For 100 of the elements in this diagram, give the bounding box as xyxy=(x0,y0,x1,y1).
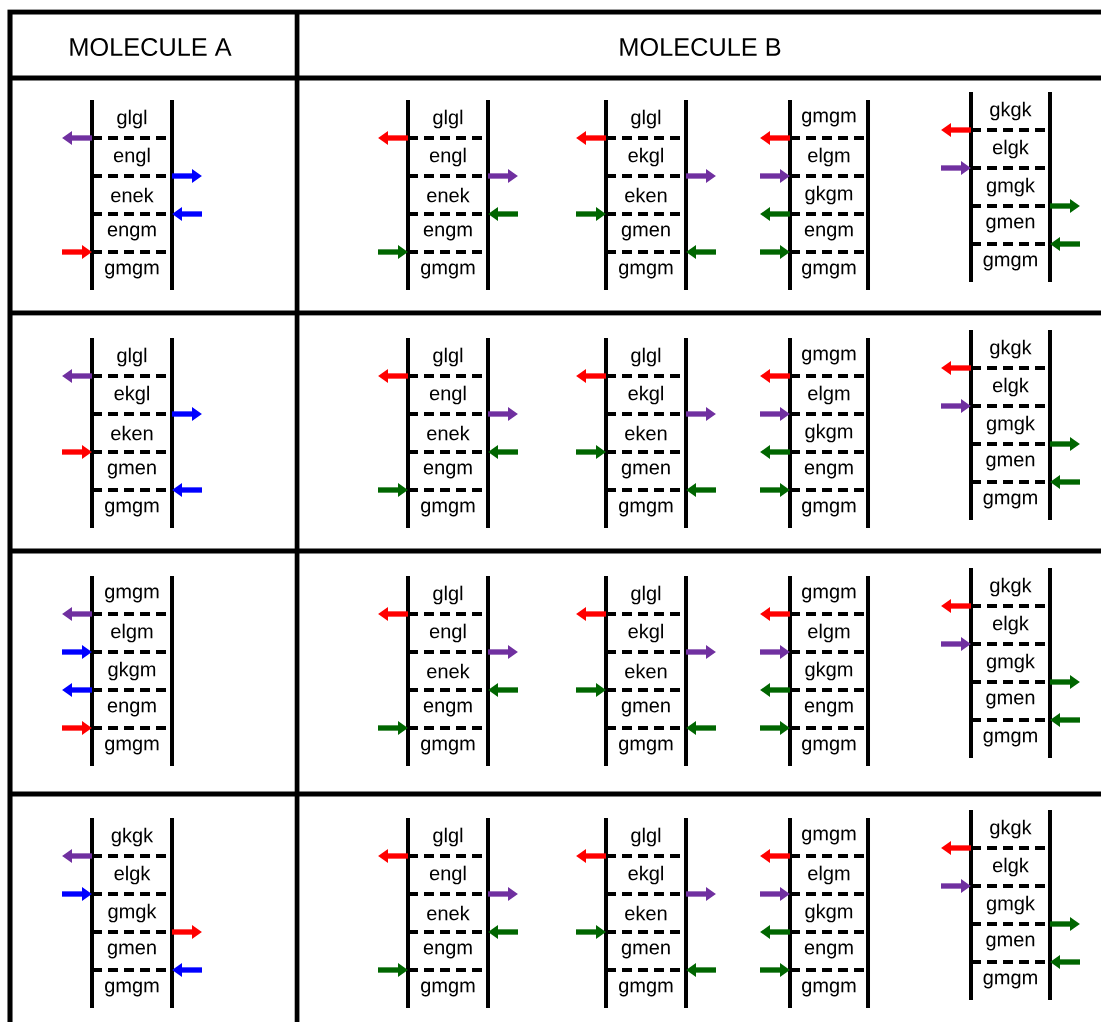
segment-label: enek xyxy=(427,905,470,921)
segment-label: gmgm xyxy=(983,255,1037,271)
segment-label: gkgk xyxy=(990,819,1032,839)
segment-label: glgl xyxy=(433,585,463,605)
segment-label: gmgm xyxy=(802,349,856,365)
segment-label: elgm xyxy=(808,623,850,643)
segment-label: gmgm xyxy=(802,501,856,517)
segment-label: enek xyxy=(427,663,470,679)
segment-label: gmgm xyxy=(619,501,673,517)
segment-label: ekgl xyxy=(628,385,663,405)
segment-label: gmen xyxy=(986,935,1035,951)
segment-label: gmgm xyxy=(802,829,856,845)
segment-label: gmgm xyxy=(802,587,856,603)
segment-label: elgk xyxy=(993,615,1029,635)
segment-label: gmgm xyxy=(105,263,159,279)
segment-label: gmen xyxy=(621,463,670,479)
segment-label: gmgk xyxy=(986,415,1035,435)
segment-label: gmgm xyxy=(802,739,856,755)
segment-label: gmgm xyxy=(105,739,159,755)
segment-label: gmgm xyxy=(105,981,159,997)
segment-label: gmgm xyxy=(421,263,475,279)
segment-label: gmgm xyxy=(983,973,1037,989)
segment-label: gmen xyxy=(107,463,156,479)
segment-label: gkgk xyxy=(111,827,154,847)
segment-label: gmgm xyxy=(983,731,1037,747)
segment-label: gmgm xyxy=(802,263,856,279)
segment-label: gmgk xyxy=(986,653,1035,673)
segment-label: gmgm xyxy=(802,981,856,997)
segment-label: gmgm xyxy=(421,501,475,517)
segment-label: glgl xyxy=(433,347,463,367)
segment-label: engm xyxy=(423,463,472,479)
segment-label: elgm xyxy=(808,385,850,405)
segment-label: gkgm xyxy=(805,661,853,681)
segment-label: gmgk xyxy=(986,895,1035,915)
segment-label: glgl xyxy=(631,347,661,367)
segment-label: gkgk xyxy=(990,339,1032,359)
segment-label: gmgm xyxy=(421,739,475,755)
segment-label: glgl xyxy=(117,347,147,367)
segment-label: gmgk xyxy=(108,903,157,923)
column-header: MOLECULE B xyxy=(620,38,781,56)
column-header: MOLECULE A xyxy=(70,38,232,56)
segment-label: ekgl xyxy=(114,385,149,405)
segment-label: glgl xyxy=(631,827,661,847)
segment-label: elgm xyxy=(808,147,850,167)
segment-label: eken xyxy=(625,663,667,679)
segment-label: elgk xyxy=(993,377,1029,397)
segment-label: gkgk xyxy=(990,101,1032,121)
segment-label: engm xyxy=(423,701,472,717)
segment-label: eken xyxy=(625,187,667,203)
segment-label: gmgm xyxy=(802,111,856,127)
segment-label: enek xyxy=(427,187,470,203)
segment-label: eken xyxy=(111,425,153,441)
segment-label: gkgk xyxy=(990,577,1032,597)
segment-label: enek xyxy=(111,187,154,203)
segment-label: elgk xyxy=(114,865,151,885)
segment-label: glgl xyxy=(433,827,463,847)
segment-label: glgl xyxy=(631,109,661,129)
segment-label: gkgm xyxy=(108,661,156,681)
segment-label: elgk xyxy=(993,139,1029,159)
segment-label: gmgm xyxy=(619,981,673,997)
segment-label: gmen xyxy=(621,701,670,717)
segment-label: gmen xyxy=(986,693,1035,709)
segment-label: gkgm xyxy=(805,185,853,205)
segment-label: engl xyxy=(429,623,466,643)
segment-label: gkgm xyxy=(805,903,853,923)
segment-label: eken xyxy=(625,425,667,441)
segment-label: glgl xyxy=(117,109,147,129)
segment-label: ekgl xyxy=(628,865,663,885)
segment-label: gmgm xyxy=(105,501,159,517)
segment-label: engm xyxy=(804,943,853,959)
segment-label: gmgm xyxy=(619,739,673,755)
segment-label: gmgk xyxy=(986,177,1035,197)
segment-label: gmen xyxy=(986,455,1035,471)
segment-label: elgk xyxy=(993,857,1029,877)
segment-label: engl xyxy=(113,147,150,167)
segment-label: engm xyxy=(423,225,472,241)
segment-label: gkgm xyxy=(805,423,853,443)
segment-label: ekgl xyxy=(628,623,663,643)
segment-label: engm xyxy=(107,225,156,241)
segment-label: gmen xyxy=(621,943,670,959)
segment-label: gmen xyxy=(621,225,670,241)
segment-label: glgl xyxy=(631,585,661,605)
segment-label: gmgm xyxy=(105,587,159,603)
segment-label: engm xyxy=(804,463,853,479)
segment-label: elgm xyxy=(111,623,153,643)
segment-label: gmgm xyxy=(619,263,673,279)
segment-label: engm xyxy=(107,701,156,717)
segment-label: engm xyxy=(423,943,472,959)
segment-label: gmgm xyxy=(421,981,475,997)
segment-label: glgl xyxy=(433,109,463,129)
segment-label: enek xyxy=(427,425,470,441)
segment-label: engl xyxy=(429,865,466,885)
segment-label: gmen xyxy=(986,217,1035,233)
segment-label: elgm xyxy=(808,865,850,885)
segment-label: engl xyxy=(429,147,466,167)
segment-label: eken xyxy=(625,905,667,921)
segment-label: engl xyxy=(429,385,466,405)
segment-label: gmgm xyxy=(983,493,1037,509)
segment-label: engm xyxy=(804,701,853,717)
segment-label: engm xyxy=(804,225,853,241)
